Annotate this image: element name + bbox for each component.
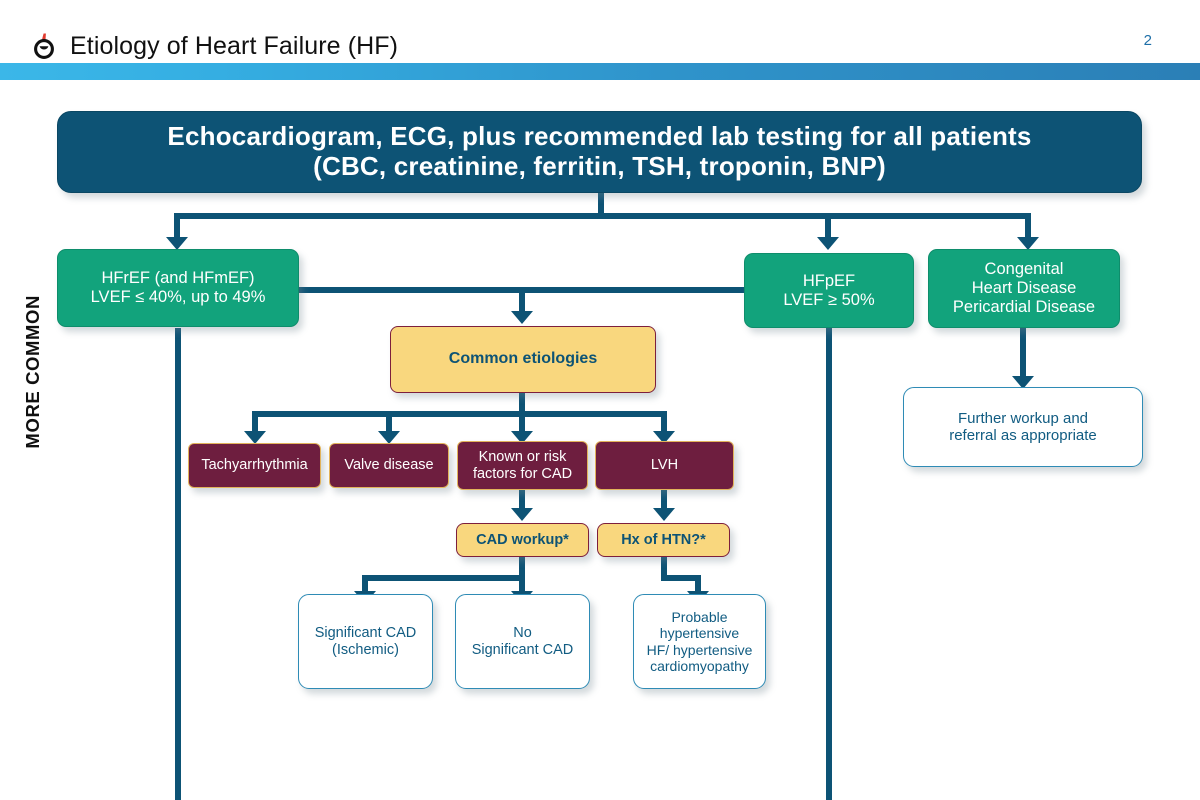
node-master-testing: Echocardiogram, ECG, plus recommended la… (57, 111, 1142, 193)
node-known-or-risk-cad-label: Known or risk factors for CAD (472, 448, 573, 482)
connector-to-probable-htn (695, 575, 701, 593)
arrowhead-to-cad-workup (511, 508, 533, 521)
arrowhead-to-etiologies (511, 311, 533, 324)
node-tachyarrhythmia-label: Tachyarrhythmia (201, 457, 308, 474)
node-cad-workup: CAD workup* (456, 523, 589, 557)
node-no-significant-cad: No Significant CAD (455, 594, 590, 689)
connector-to-no-sig-cad (519, 575, 525, 593)
connector-to-congenital (1025, 213, 1031, 239)
node-tachyarrhythmia: Tachyarrhythmia (188, 443, 321, 488)
connector-hxhtn-stem (661, 557, 667, 577)
arrowhead-to-cad-risk (511, 431, 533, 444)
node-common-etiologies-label: Common etiologies (448, 350, 598, 368)
node-hfref: HFrEF (and HFmEF) LVEF ≤ 40%, up to 49% (57, 249, 299, 327)
connector-etiologies-stem (519, 393, 525, 413)
node-known-or-risk-cad: Known or risk factors for CAD (457, 441, 588, 490)
node-valve-disease-label: Valve disease (344, 457, 434, 474)
arrowhead-to-hfref (166, 237, 188, 250)
connector-master-hbar (174, 213, 1031, 219)
node-lvh: LVH (595, 441, 734, 490)
connector-to-cad-risk (519, 411, 525, 433)
node-probable-hypertensive-label: Probable hypertensive HF/ hypertensive c… (646, 609, 753, 674)
node-congenital: Congenital Heart Disease Pericardial Dis… (928, 249, 1120, 328)
connector-congenital-down (1020, 328, 1026, 378)
rail-more-common-right (826, 328, 832, 800)
header-accent-bar (0, 63, 1200, 80)
node-hx-of-htn: Hx of HTN?* (597, 523, 730, 557)
heart-logo-icon (30, 32, 58, 60)
connector-cadrisk-to-workup (519, 488, 525, 510)
connector-to-hfpef (825, 213, 831, 239)
connector-ef-bridge (298, 287, 753, 293)
connector-etiologies-hbar (252, 411, 667, 417)
node-no-significant-cad-label: No Significant CAD (471, 624, 574, 658)
connector-cadworkup-stem (519, 557, 525, 577)
page-number: 2 (1143, 32, 1152, 49)
arrowhead-to-congenital (1017, 237, 1039, 250)
node-significant-cad-label: Significant CAD (Ischemic) (314, 624, 417, 658)
connector-to-tachy (252, 411, 258, 433)
arrowhead-to-tachy (244, 431, 266, 444)
more-common-axis-label: MORE COMMON (22, 295, 43, 449)
node-probable-hypertensive: Probable hypertensive HF/ hypertensive c… (633, 594, 766, 689)
node-hfpef: HFpEF LVEF ≥ 50% (744, 253, 914, 328)
connector-bridge-to-etiologies (519, 287, 525, 313)
page-title: Etiology of Heart Failure (HF) (70, 32, 399, 60)
connector-to-hfref (174, 213, 180, 239)
rail-more-common-left (175, 328, 181, 800)
arrowhead-to-lvh (653, 431, 675, 444)
connector-to-sig-cad (362, 575, 368, 593)
node-hfref-label: HFrEF (and HFmEF) LVEF ≤ 40%, up to 49% (90, 269, 266, 306)
node-lvh-label: LVH (650, 457, 679, 474)
arrowhead-to-further-workup (1012, 376, 1034, 389)
connector-master-trunk (598, 193, 604, 215)
connector-cadworkup-hbar (362, 575, 525, 581)
connector-hxhtn-hbar (661, 575, 701, 581)
node-valve-disease: Valve disease (329, 443, 449, 488)
node-congenital-label: Congenital Heart Disease Pericardial Dis… (952, 260, 1096, 316)
connector-to-lvh (661, 411, 667, 433)
arrowhead-to-valve (378, 431, 400, 444)
node-significant-cad: Significant CAD (Ischemic) (298, 594, 433, 689)
connector-lvh-to-hxhtn (661, 488, 667, 510)
node-common-etiologies: Common etiologies (390, 326, 656, 393)
node-cad-workup-label: CAD workup* (476, 531, 569, 548)
node-hx-of-htn-label: Hx of HTN?* (621, 531, 706, 548)
node-further-workup: Further workup and referral as appropria… (903, 387, 1143, 467)
node-hfpef-label: HFpEF LVEF ≥ 50% (783, 271, 875, 309)
arrowhead-to-hfpef (817, 237, 839, 250)
node-further-workup-label: Further workup and referral as appropria… (949, 409, 1097, 444)
node-master-testing-label: Echocardiogram, ECG, plus recommended la… (167, 121, 1032, 181)
arrowhead-to-hx-htn (653, 508, 675, 521)
connector-to-valve (386, 411, 392, 433)
